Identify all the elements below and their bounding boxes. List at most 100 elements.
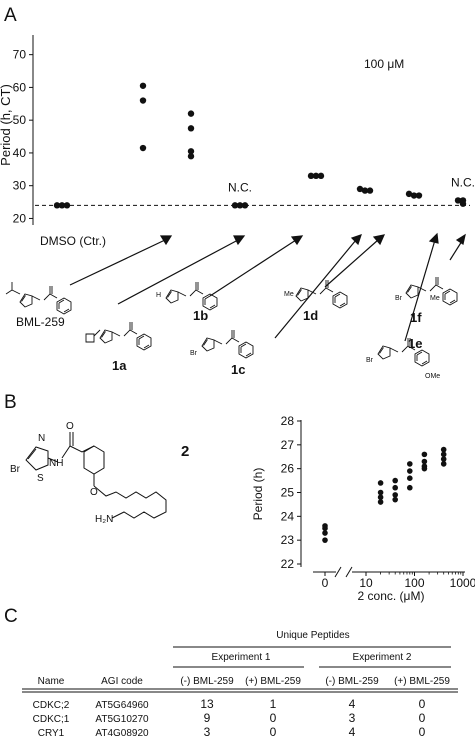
substituent-br-1c: Br [190, 350, 198, 357]
data-point-a [139, 97, 147, 104]
data-point-a [139, 82, 147, 89]
substituent-ome: OMe [425, 373, 440, 380]
data-point-b [322, 530, 328, 536]
nc-label: N.C. [451, 175, 475, 189]
x-tick-label-b: 0 [322, 576, 329, 590]
nc-label: N.C. [228, 180, 252, 194]
compound-label-1d: 1d [303, 308, 318, 323]
y-tick-label-b: 27 [281, 438, 295, 452]
structure-1e: Br OMe [366, 338, 440, 380]
data-point-b [421, 451, 428, 458]
compound-label-1e: 1e [408, 336, 422, 351]
arrows [69, 232, 466, 342]
y-tick-label-a: 20 [13, 211, 27, 225]
table-cell: 0 [419, 697, 426, 711]
x-tick-label-b: 1000 [450, 576, 475, 590]
compound-label-1a: 1a [112, 358, 127, 373]
col-header-minus-1: (-) BML-259 [180, 676, 234, 687]
data-point-a [139, 144, 147, 152]
compound-label-1b: 1b [193, 308, 208, 323]
table-cell: 9 [204, 711, 211, 725]
data-point-b [421, 465, 428, 472]
table-cell: 0 [270, 711, 277, 725]
substituent-br-1e: Br [366, 357, 374, 364]
y-axis-label-a: Period (h, CT) [0, 84, 13, 166]
y-tick-label-b: 26 [281, 462, 295, 476]
data-point-b [440, 451, 447, 458]
x-tick-label-b: 100 [404, 576, 424, 590]
data-point-a [356, 185, 364, 193]
annotation-100um: 100 μM [364, 57, 404, 71]
data-point-b [392, 484, 398, 491]
data-point-a [317, 172, 325, 180]
data-point-b [406, 475, 413, 482]
table-cell: 3 [204, 725, 211, 739]
table-cell: AT5G10270 [95, 714, 149, 725]
structure-bml259 [5, 282, 71, 314]
col-header-agi: AGI code [101, 676, 143, 687]
data-point-a [236, 202, 244, 209]
y-tick-label-b: 25 [281, 486, 295, 500]
data-point-a [231, 202, 239, 209]
table-cell: AT5G64960 [95, 700, 149, 711]
data-point-b [406, 468, 413, 474]
data-point-b [440, 446, 447, 453]
data-point-a [187, 110, 195, 117]
table-cell-name: CDKC;1 [33, 714, 70, 725]
structure-2-o2: O [90, 487, 98, 498]
col-header-plus-2: (+) BML-259 [394, 676, 450, 687]
data-point-a [241, 202, 249, 209]
data-point-b [392, 496, 398, 503]
y-tick-label-b: 28 [281, 414, 295, 428]
data-point-b [377, 499, 384, 505]
y-tick-label-b: 23 [281, 533, 295, 547]
peptide-table: Unique Peptides Experiment 1 Experiment … [22, 630, 458, 739]
table-cell: 13 [200, 697, 214, 711]
table-cell: 0 [270, 725, 277, 739]
data-point-a [415, 192, 423, 199]
compound-label-bml259: BML-259 [16, 315, 65, 329]
data-point-b [377, 489, 384, 496]
data-point-a [454, 197, 462, 204]
compound-label-1f: 1f [410, 310, 422, 325]
data-point-b [440, 461, 447, 467]
data-point-a [405, 190, 413, 198]
table-cell: 3 [349, 711, 356, 725]
y-tick-label-a: 60 [13, 80, 27, 94]
substituent-me-1d: Me [284, 291, 294, 298]
table-cell: 4 [349, 697, 356, 711]
x-axis-label-b: 2 conc. (μM) [358, 589, 425, 603]
group-experiment-2: Experiment 2 [353, 652, 412, 663]
structure-2-nh: NH [49, 458, 63, 469]
substituent-h: H [156, 292, 161, 299]
table-cell-name: CRY1 [38, 728, 65, 739]
data-point-b [406, 484, 413, 491]
y-tick-label-a: 50 [13, 113, 27, 127]
table-cell: 4 [349, 725, 356, 739]
data-point-a [63, 202, 71, 209]
x-tick-label-b: 10 [359, 576, 373, 590]
table-cell-name: CDKC;2 [33, 700, 70, 711]
panel-b-label: B [4, 392, 17, 413]
data-point-a [187, 148, 195, 155]
compound-label-1c: 1c [231, 362, 245, 377]
data-point-a [459, 200, 467, 207]
substituent-br-1f: Br [395, 295, 403, 302]
y-tick-label-a: 40 [13, 146, 27, 160]
structure-2-o1: O [66, 421, 74, 432]
data-point-a [312, 172, 320, 180]
data-point-b [406, 461, 413, 467]
y-tick-label-b: 22 [281, 557, 295, 571]
data-point-b [421, 458, 428, 465]
panel-a-label: A [4, 5, 17, 26]
panel-c-label: C [4, 606, 18, 627]
data-point-a [307, 172, 315, 180]
col-header-plus-1: (+) BML-259 [245, 676, 301, 687]
structure-2 [25, 432, 167, 519]
group-experiment-1: Experiment 1 [212, 652, 271, 663]
structure-1f: Br Me [395, 277, 457, 305]
y-tick-label-a: 70 [13, 48, 27, 62]
